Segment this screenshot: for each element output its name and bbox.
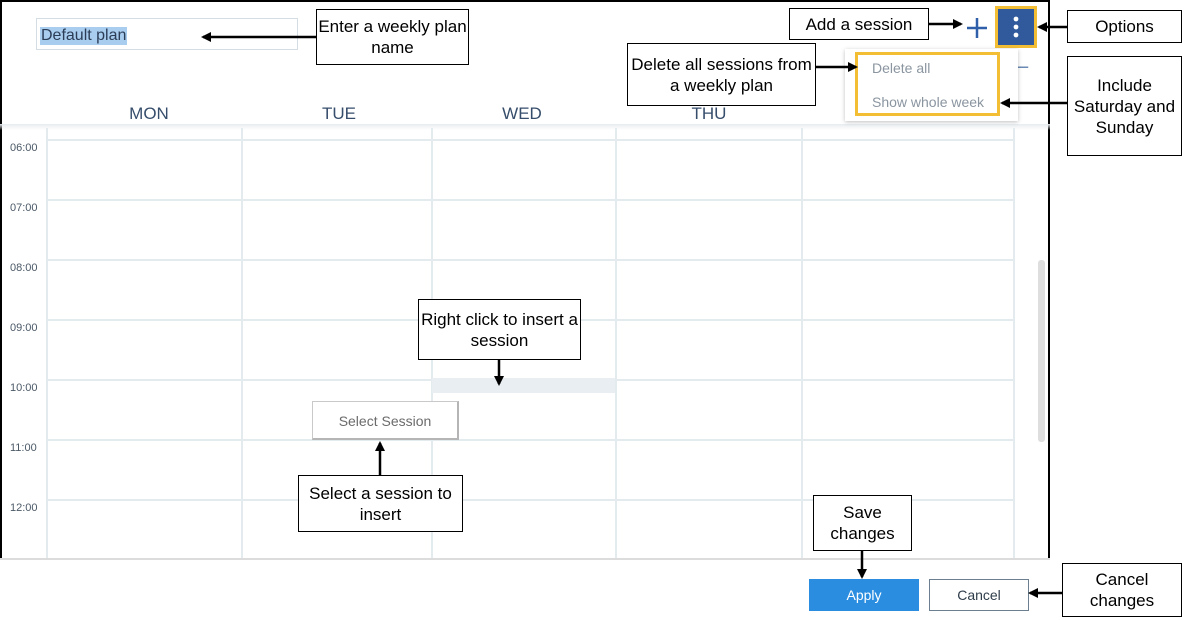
plus-icon[interactable]: [962, 12, 992, 42]
time-label-1200: 12:00: [10, 502, 38, 514]
grid-row-line: [46, 439, 1014, 441]
time-label-1100: 11:00: [10, 442, 37, 454]
plan-name-value: Default plan: [40, 27, 128, 45]
grid-row-line: [46, 199, 1014, 201]
day-header-thu: THU: [691, 104, 727, 123]
header-divider: [0, 124, 1050, 130]
menu-item-show-whole-week[interactable]: Show whole week: [872, 94, 985, 110]
day-header-mon: MON: [129, 104, 169, 123]
cancel-button[interactable]: Cancel: [929, 579, 1029, 611]
callout-save: Save changes: [813, 495, 912, 551]
grid-column-line: [615, 128, 617, 558]
selected-time-slot[interactable]: [432, 378, 615, 393]
grid-column-line: [1013, 128, 1015, 558]
apply-button[interactable]: Apply: [809, 579, 919, 611]
grid-row-line: [46, 259, 1014, 261]
plan-name-input[interactable]: Default plan: [36, 18, 298, 50]
callout-cancel: Cancel changes: [1062, 563, 1182, 617]
grid-column-line: [801, 128, 803, 558]
callout-add-session: Add a session: [789, 8, 929, 40]
callout-right-click: Right click to insert a session: [418, 299, 581, 360]
time-label-0800: 08:00: [10, 262, 38, 274]
time-label-1000: 10:00: [10, 382, 38, 394]
callout-options: Options: [1067, 10, 1182, 43]
options-button[interactable]: [995, 6, 1037, 48]
menu-item-delete-all[interactable]: Delete all: [872, 60, 931, 76]
time-label-0600: 06:00: [10, 142, 38, 154]
vertical-ellipsis-icon: [1013, 16, 1019, 38]
menu-highlight-box: [855, 52, 1000, 116]
vertical-scrollbar[interactable]: [1038, 260, 1045, 442]
options-menu: [845, 49, 1018, 121]
time-label-0700: 07:00: [10, 202, 38, 214]
grid-column-line: [46, 128, 48, 558]
select-session-dropdown[interactable]: Select Session: [312, 401, 459, 440]
callout-delete-all: Delete all sessions from a weekly plan: [627, 43, 816, 106]
day-header-tue: TUE: [322, 104, 356, 123]
time-label-0900: 09:00: [10, 322, 38, 334]
day-header-wed: WED: [502, 104, 542, 123]
grid-column-line: [241, 128, 243, 558]
callout-plan-name: Enter a weekly plan name: [316, 9, 469, 65]
grid-row-line: [46, 139, 1014, 141]
minus-icon[interactable]: –: [1016, 53, 1029, 78]
callout-include-weekend: Include Saturday and Sunday: [1067, 56, 1182, 156]
grid-row-line: [46, 499, 1014, 501]
callout-select-session: Select a session to insert: [298, 475, 463, 532]
